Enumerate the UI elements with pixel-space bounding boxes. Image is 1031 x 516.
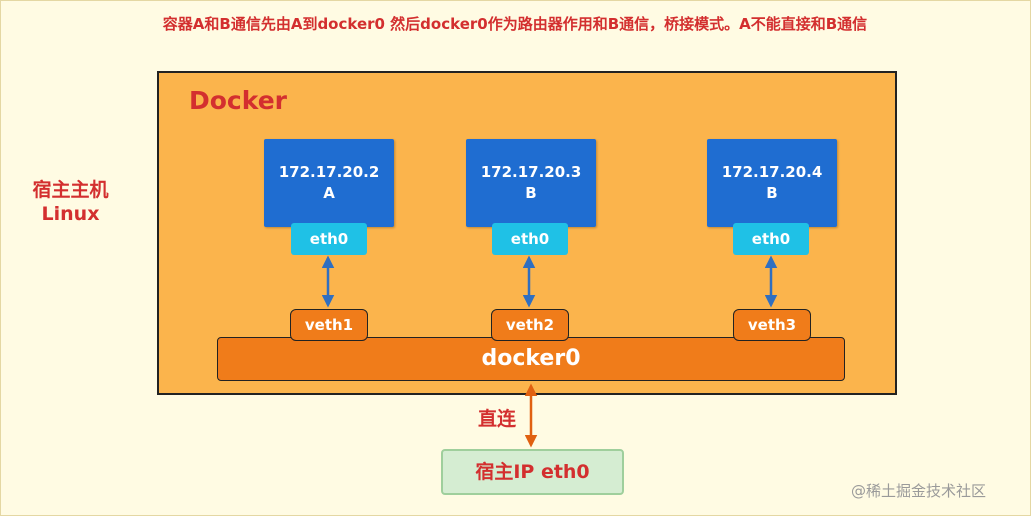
container-eth0: eth0 [291, 223, 367, 255]
host-label-line2: Linux [41, 203, 100, 225]
watermark: @稀土掘金技术社区 [851, 482, 987, 500]
container-ip: 172.17.20.2 [278, 163, 380, 181]
veth-interface-2: veth2 [491, 309, 569, 341]
container-name: B [525, 184, 537, 202]
container-a: 172.17.20.2 A [264, 139, 394, 227]
container-eth0: eth0 [492, 223, 568, 255]
host-label-line1: 宿主主机 [32, 179, 109, 201]
diagram-caption: 容器A和B通信先由A到docker0 然后docker0作为路由器作用和B通信，… [162, 15, 868, 33]
docker-title: Docker [189, 86, 287, 115]
host-ip-eth0: 宿主IP eth0 [441, 449, 624, 495]
container-b2: 172.17.20.4 B [707, 139, 837, 227]
container-name: B [766, 184, 778, 202]
veth-interface-1: veth1 [290, 309, 368, 341]
veth-interface-3: veth3 [733, 309, 811, 341]
container-b1: 172.17.20.3 B [466, 139, 596, 227]
container-ip: 172.17.20.4 [721, 163, 823, 181]
container-eth0: eth0 [733, 223, 809, 255]
container-ip: 172.17.20.3 [480, 163, 582, 181]
host-label: 宿主主机 Linux [18, 178, 123, 226]
direct-link-label: 直连 [478, 408, 517, 430]
container-name: A [323, 184, 335, 202]
